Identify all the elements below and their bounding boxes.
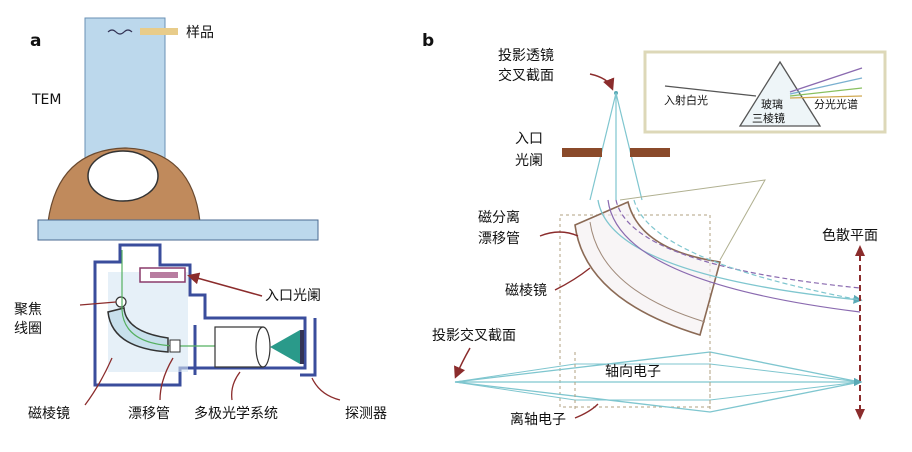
- aperture-arrow: [187, 272, 263, 297]
- beam-b-4: [607, 199, 861, 313]
- detector-cone: [270, 330, 300, 364]
- axial-electrons-label: 轴向电子: [605, 364, 661, 380]
- projector-crossover-label-1: 投影透镜: [498, 48, 554, 64]
- flange-window: [87, 150, 159, 202]
- separation-leader: [539, 231, 579, 237]
- incident-ray: [664, 85, 757, 97]
- focus-coil: [115, 296, 127, 308]
- detector-label: 探测器: [345, 406, 387, 422]
- glass-label-2: 三棱镜: [752, 111, 785, 125]
- projection-crossover-label: 投影交叉截面: [432, 327, 516, 344]
- entrance-aperture-label-b2: 光阑: [515, 153, 543, 169]
- entrance-aperture-label-b1: 入口: [515, 131, 543, 147]
- drift-leader: [159, 357, 174, 401]
- entrance-aperture-right: [630, 148, 670, 157]
- spectrometer-housing: [93, 243, 317, 387]
- beam-cone: [589, 92, 643, 201]
- tem-label: TEM: [31, 92, 61, 108]
- separation-label-1: 磁分离: [478, 209, 520, 226]
- sample-label: 样品: [186, 25, 214, 41]
- spectrum-ray-4: [789, 95, 863, 99]
- focus-coil-label-1: 聚焦: [14, 302, 42, 318]
- magnetic-prism-label-b: 磁棱镜: [505, 283, 547, 299]
- multipole-optics-label: 多极光学系统: [194, 405, 278, 422]
- glass-prism: [738, 60, 822, 127]
- beam-b-1: [597, 199, 863, 304]
- separation-label-2: 漂移管: [478, 231, 520, 247]
- panel-b: b 入射白光 玻璃 三棱镜 分光光谱 投影透镜 交叉截面 入口 光阑: [422, 31, 887, 428]
- projector-crossover-label-2: 交叉截面: [498, 67, 554, 84]
- beam-b-2: [615, 199, 861, 289]
- spectrum-ray-1: [789, 67, 863, 93]
- multipole-leader: [231, 371, 241, 401]
- incident-light-label: 入射白光: [664, 93, 708, 107]
- panel-b-tag: b: [422, 31, 434, 51]
- dispersion-plane-label: 色散平面: [822, 227, 878, 244]
- platform: [37, 219, 319, 241]
- drift-tube-a: [169, 339, 181, 353]
- prism-b-leader: [554, 267, 591, 291]
- aperture-bar: [150, 272, 178, 278]
- beam-b-3: [633, 199, 861, 301]
- glass-label-1: 玻璃: [761, 97, 783, 111]
- prism-leader: [84, 357, 113, 406]
- axial-beam-lower: [454, 381, 861, 413]
- off-axis-leader: [574, 403, 599, 419]
- axial-beam-mid-upper: [454, 363, 861, 383]
- drift-tube-label-a: 漂移管: [128, 406, 170, 422]
- prism-projection: [619, 179, 766, 261]
- projection-arrow: [454, 347, 471, 379]
- detector-leader: [311, 377, 341, 401]
- spectrum-ray-2: [789, 77, 863, 95]
- axial-beam-mid-lower: [454, 381, 861, 401]
- prism-inset: 入射白光 玻璃 三棱镜 分光光谱: [643, 50, 887, 134]
- magnetic-prism-b: [574, 200, 722, 337]
- magnetic-prism-label-a: 磁棱镜: [28, 406, 70, 422]
- spectrum-ray-3: [789, 87, 863, 97]
- spectrum-label: 分光光谱: [814, 97, 858, 111]
- sample-wave: [107, 29, 133, 35]
- tem-column: [84, 17, 166, 174]
- magnetic-prism-b-inner: [589, 221, 706, 323]
- reference-box: [559, 214, 711, 408]
- detector-plate: [300, 330, 304, 364]
- entrance-aperture-left: [562, 148, 602, 157]
- dispersion-arrow-bottom: [855, 409, 865, 420]
- focus-coil-leader: [79, 301, 117, 306]
- panel-a: a 样品 TEM 入口光阑 聚焦 线圈: [14, 17, 387, 422]
- panel-a-tag: a: [30, 31, 41, 51]
- sample-holder: [140, 28, 178, 35]
- multipole-front: [255, 326, 271, 368]
- off-axis-electrons-label: 离轴电子: [510, 411, 566, 428]
- crossover-leader: [589, 73, 615, 91]
- entrance-aperture-label: 入口光阑: [265, 288, 321, 304]
- focus-coil-label-2: 线圈: [14, 321, 42, 337]
- dispersion-arrow-top: [855, 245, 865, 256]
